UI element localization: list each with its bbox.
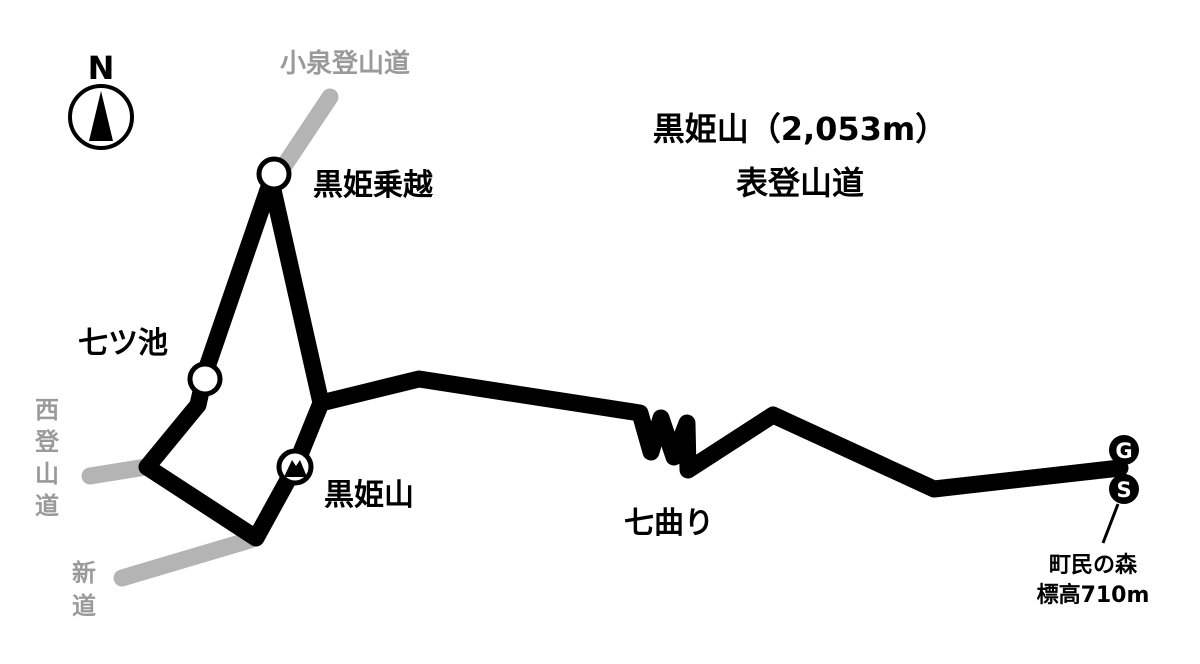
map-title: 黒姫山（2,053m） <box>653 110 948 148</box>
nishi-trail-line <box>81 458 155 485</box>
start-marker: S <box>1109 474 1139 504</box>
north-arrow-icon <box>89 91 113 141</box>
nishi-trail-label-char: 登 <box>34 428 60 456</box>
summit-label: 黒姫山 <box>324 478 414 513</box>
shindo-trail-line <box>113 531 259 587</box>
start-leader-line <box>1101 503 1120 544</box>
compass: N <box>68 49 134 150</box>
nanatsu-ike-label: 七ツ池 <box>78 326 168 361</box>
goal-marker-circle <box>1109 435 1139 465</box>
nanamagari-label: 七曲り <box>624 506 714 541</box>
kurohime-norikoshi-label: 黒姫乗越 <box>313 168 434 203</box>
start-elevation-label: 標高710m <box>1037 582 1150 608</box>
shindo-trail-label-char: 新 <box>72 559 96 587</box>
main-route-line <box>138 172 1129 547</box>
koizumi-trail-label: 小泉登山道 <box>280 48 410 79</box>
summit-marker <box>276 448 314 486</box>
compass-letter: N <box>88 49 115 87</box>
start-marker-circle <box>1109 474 1139 504</box>
map-subtitle: 表登山道 <box>736 164 864 202</box>
nanatsu-ike-marker <box>187 361 223 397</box>
nishi-trail-label-char: 山 <box>35 460 59 488</box>
shindo-trail-label-char: 道 <box>72 592 96 620</box>
nishi-trail-label-char: 西 <box>35 396 59 424</box>
goal-letter: G <box>1115 439 1132 463</box>
goal-marker: G <box>1109 435 1139 465</box>
nishi-trail-label-char: 道 <box>35 492 59 520</box>
start-letter: S <box>1116 478 1131 502</box>
start-place-label: 町民の森 <box>1049 552 1138 578</box>
mountain-icon <box>284 460 307 477</box>
kurohime-norikoshi-marker <box>256 156 292 192</box>
